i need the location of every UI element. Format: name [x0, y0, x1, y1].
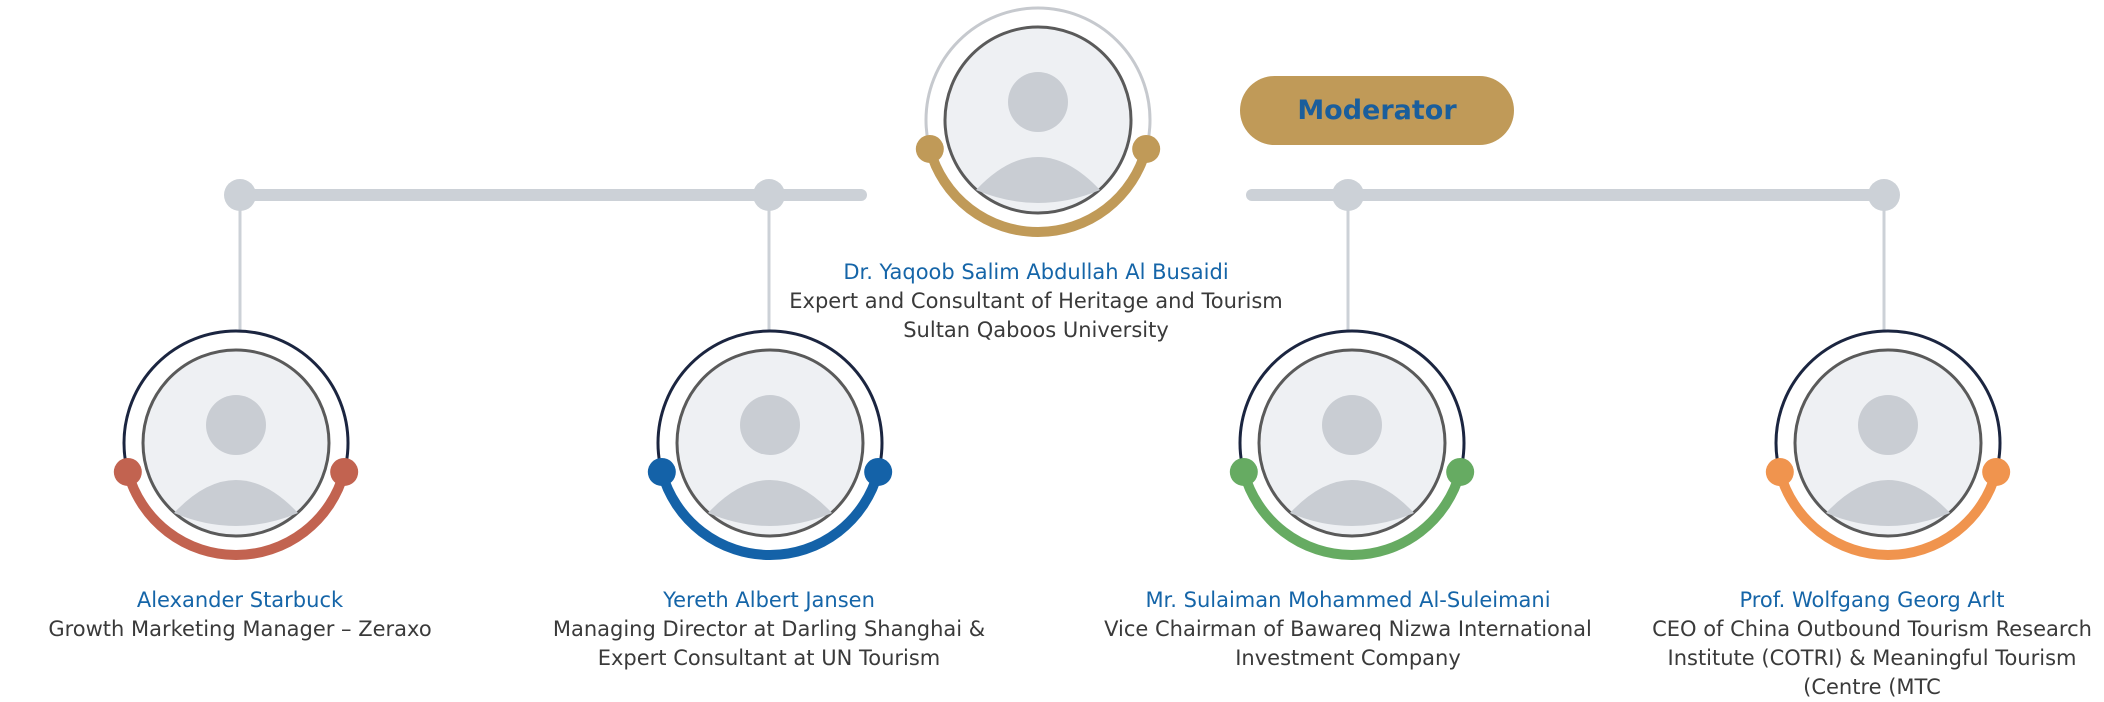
moderator-badge-label: Moderator — [1297, 95, 1457, 126]
portrait-head-silhouette — [1322, 395, 1382, 455]
portrait-head-silhouette — [1858, 395, 1918, 455]
portrait-accent-knob-right — [1982, 457, 2011, 486]
portrait-head-silhouette — [206, 395, 266, 455]
connector-node-3 — [1332, 179, 1364, 211]
portrait-accent-arc — [924, 143, 1152, 237]
moderator-role: Expert and Consultant of Heritage and To… — [789, 289, 1283, 342]
moderator-name: Dr. Yaqoob Salim Abdullah Al Busaidi — [843, 260, 1229, 284]
panelist-info-1: Alexander Starbuck Growth Marketing Mana… — [30, 586, 450, 644]
portrait-shoulders-silhouette — [976, 157, 1100, 203]
portrait-accent-knob-right — [330, 457, 359, 486]
panelist-name: Prof. Wolfgang Georg Arlt — [1739, 588, 2005, 612]
moderator-badge: Moderator — [1240, 76, 1514, 145]
portrait-accent-knob-right — [1446, 457, 1475, 486]
portrait-accent-arc — [656, 466, 884, 560]
panelist-role: CEO of China Outbound Tourism Research I… — [1652, 617, 2092, 699]
panelist-info-4: Prof. Wolfgang Georg Arlt CEO of China O… — [1644, 586, 2100, 702]
portrait-shoulders-silhouette — [1290, 480, 1414, 526]
panelist-2-portrait — [647, 329, 893, 560]
portrait-shoulders-silhouette — [174, 480, 298, 526]
panelist-info-3: Mr. Sulaiman Mohammed Al-Suleimani Vice … — [1100, 586, 1596, 673]
portrait-accent-knob-right — [1132, 134, 1161, 163]
connector-node-2 — [753, 179, 785, 211]
portrait-accent-arc — [122, 466, 350, 560]
panelist-info-2: Yereth Albert Jansen Managing Director a… — [524, 586, 1014, 673]
panelist-name: Alexander Starbuck — [136, 588, 344, 612]
portrait-accent-knob-left — [1229, 457, 1258, 486]
moderator-portrait — [915, 6, 1161, 237]
panelist-name: Yereth Albert Jansen — [663, 588, 875, 612]
panelist-name: Mr. Sulaiman Mohammed Al-Suleimani — [1145, 588, 1551, 612]
portrait-accent-knob-left — [915, 134, 944, 163]
connector-node-1 — [224, 179, 256, 211]
panelist-role: Managing Director at Darling Shanghai & … — [552, 617, 986, 670]
portrait-accent-knob-left — [113, 457, 142, 486]
portrait-accent-knob-left — [1765, 457, 1794, 486]
portrait-accent-knob-right — [864, 457, 893, 486]
portrait-head-silhouette — [740, 395, 800, 455]
portrait-accent-arc — [1238, 466, 1466, 560]
panelist-3-portrait — [1229, 329, 1475, 560]
portrait-head-silhouette — [1008, 72, 1068, 132]
portrait-accent-knob-left — [647, 457, 676, 486]
portrait-shoulders-silhouette — [1826, 480, 1950, 526]
panelist-role: Vice Chairman of Bawareq Nizwa Internati… — [1104, 617, 1592, 670]
portrait-accent-arc — [1774, 466, 2002, 560]
moderator-info: Dr. Yaqoob Salim Abdullah Al Busaidi Exp… — [756, 258, 1316, 345]
panelist-4-portrait — [1765, 329, 2011, 560]
portrait-shoulders-silhouette — [708, 480, 832, 526]
panelist-role: Growth Marketing Manager – Zeraxo — [48, 617, 432, 641]
panelist-1-portrait — [113, 329, 359, 560]
connector-node-4 — [1868, 179, 1900, 211]
